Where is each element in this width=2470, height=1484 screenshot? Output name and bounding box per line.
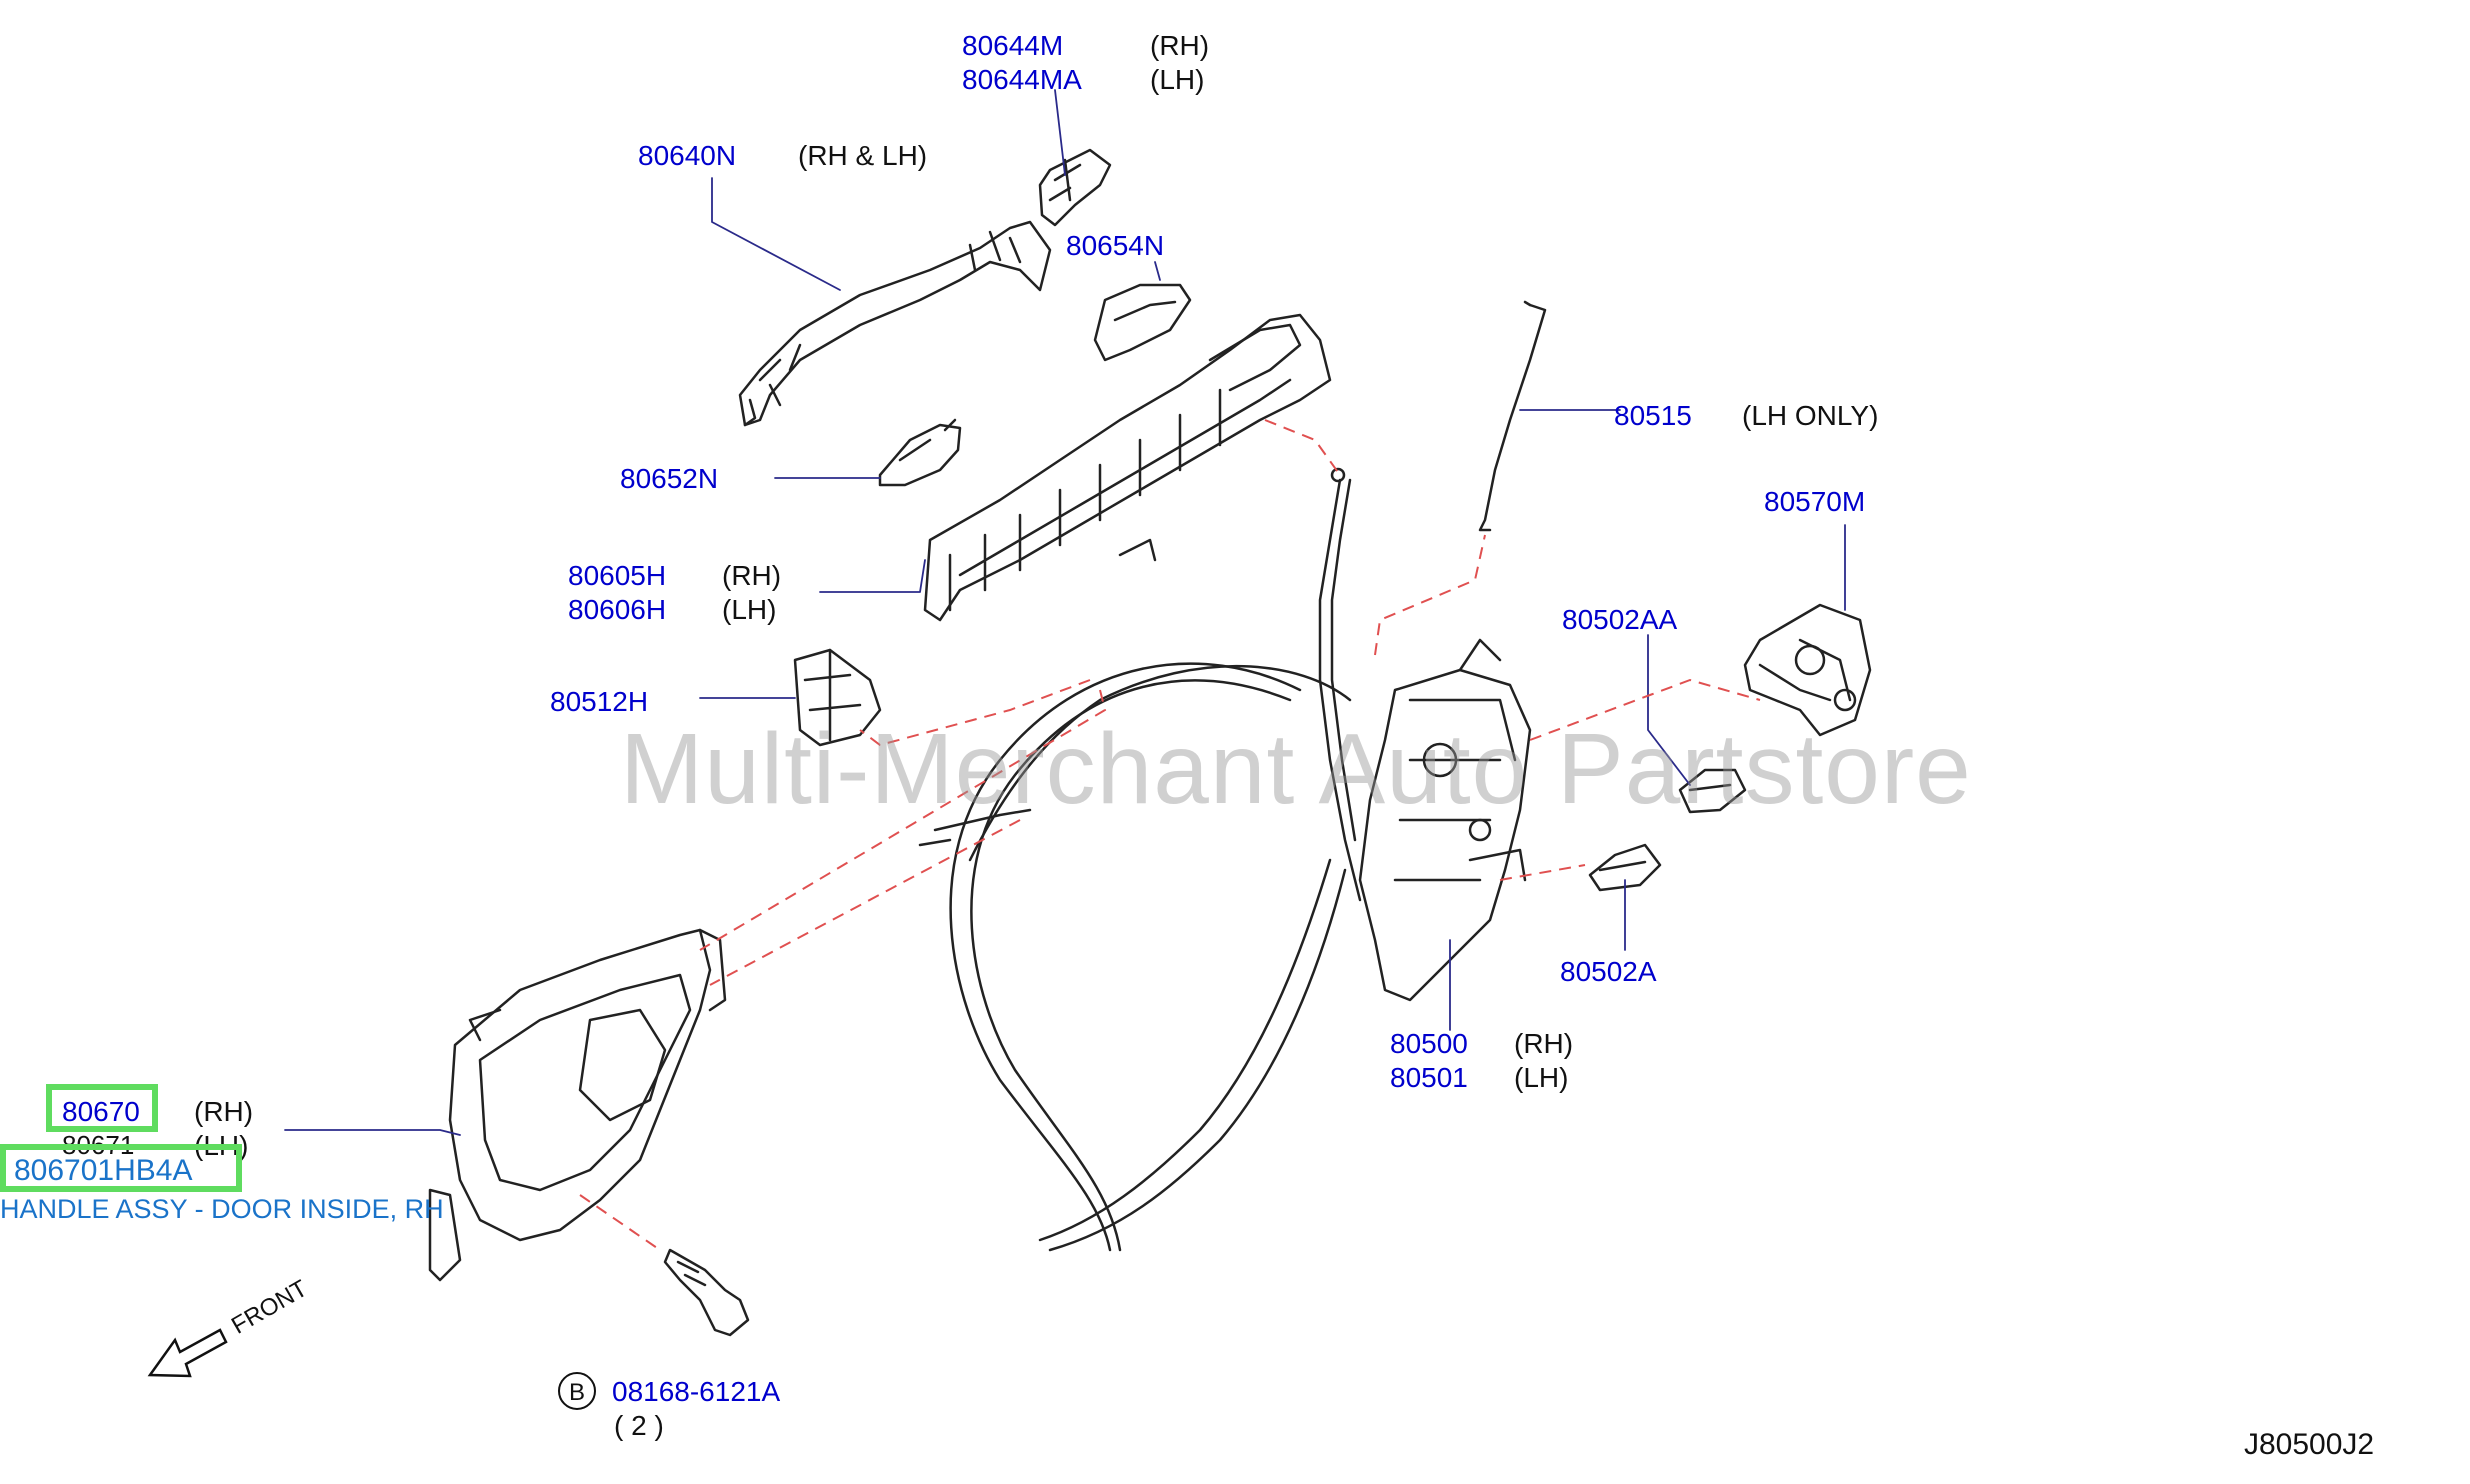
part-number-80652n[interactable]: 80652N: [620, 463, 719, 494]
bolt-part: [663, 1248, 750, 1337]
bolt-marker: B: [558, 1372, 596, 1410]
striker-part: [1743, 603, 1872, 737]
part-number-80500[interactable]: 80500: [1390, 1028, 1468, 1059]
outside-handle-part: [738, 220, 1052, 427]
part-number-80640n[interactable]: 80640N: [638, 140, 737, 171]
clip-part: [793, 648, 882, 747]
part-number-80502aa[interactable]: 80502AA: [1562, 604, 1678, 635]
part-number-80644m[interactable]: 80644M: [962, 30, 1064, 61]
screw-a-part: [1588, 843, 1662, 892]
part-number-08168-6121a[interactable]: 08168-6121A: [612, 1376, 781, 1407]
part-number-80654n[interactable]: 80654N: [1066, 230, 1165, 261]
side-80605h: (RH): [722, 560, 782, 591]
side-80515: (LH ONLY): [1742, 400, 1879, 431]
part-description-806701hb4a: HANDLE ASSY - DOOR INSIDE, RH: [0, 1194, 444, 1224]
quantity-08168: ( 2 ): [614, 1410, 664, 1441]
highlight-80670: [46, 1084, 158, 1132]
highlight-806701hb4a: [0, 1144, 242, 1192]
escutcheon-part: [1038, 148, 1112, 227]
part-number-80644ma[interactable]: 80644MA: [962, 64, 1082, 95]
side-80670: (RH): [194, 1096, 254, 1127]
side-80501: (LH): [1514, 1062, 1569, 1093]
part-number-80512h[interactable]: 80512H: [550, 686, 649, 717]
part-number-80606h[interactable]: 80606H: [568, 594, 667, 625]
lock-rod-part: [1478, 300, 1547, 532]
inside-handle-part: [428, 928, 727, 1282]
dashed-guide-lines: [579, 419, 1761, 1251]
part-number-80570m[interactable]: 80570M: [1764, 486, 1866, 517]
screw-aa-part: [1678, 768, 1747, 814]
part-number-80501[interactable]: 80501: [1390, 1062, 1468, 1093]
handle-frame-part: [923, 313, 1332, 622]
side-80640n: (RH & LH): [798, 140, 928, 171]
cable-assembly-part: [918, 467, 1362, 1252]
lock-assembly-part: [1358, 638, 1532, 1002]
side-80644m: (RH): [1150, 30, 1210, 61]
part-number-80670[interactable]: 80670: [62, 1096, 140, 1127]
front-arrow-icon: [147, 1328, 228, 1378]
side-80500: (RH): [1514, 1028, 1574, 1059]
part-number-80515[interactable]: 80515: [1614, 400, 1692, 431]
part-number-806701hb4a[interactable]: 806701HB4A: [14, 1154, 193, 1187]
watermark: Multi-Merchant Auto Partstore: [620, 713, 1972, 825]
side-80644ma: (LH): [1150, 64, 1205, 95]
part-number-80605h[interactable]: 80605H: [568, 560, 667, 591]
part-number-80502a[interactable]: 80502A: [1560, 956, 1657, 987]
side-80606h: (LH): [722, 594, 777, 625]
diagram-code: J80500J2: [2244, 1428, 2375, 1461]
gasket-front-part: [878, 418, 962, 487]
gasket-rear-part: [1093, 283, 1192, 362]
leader-lines: [284, 89, 1846, 1136]
